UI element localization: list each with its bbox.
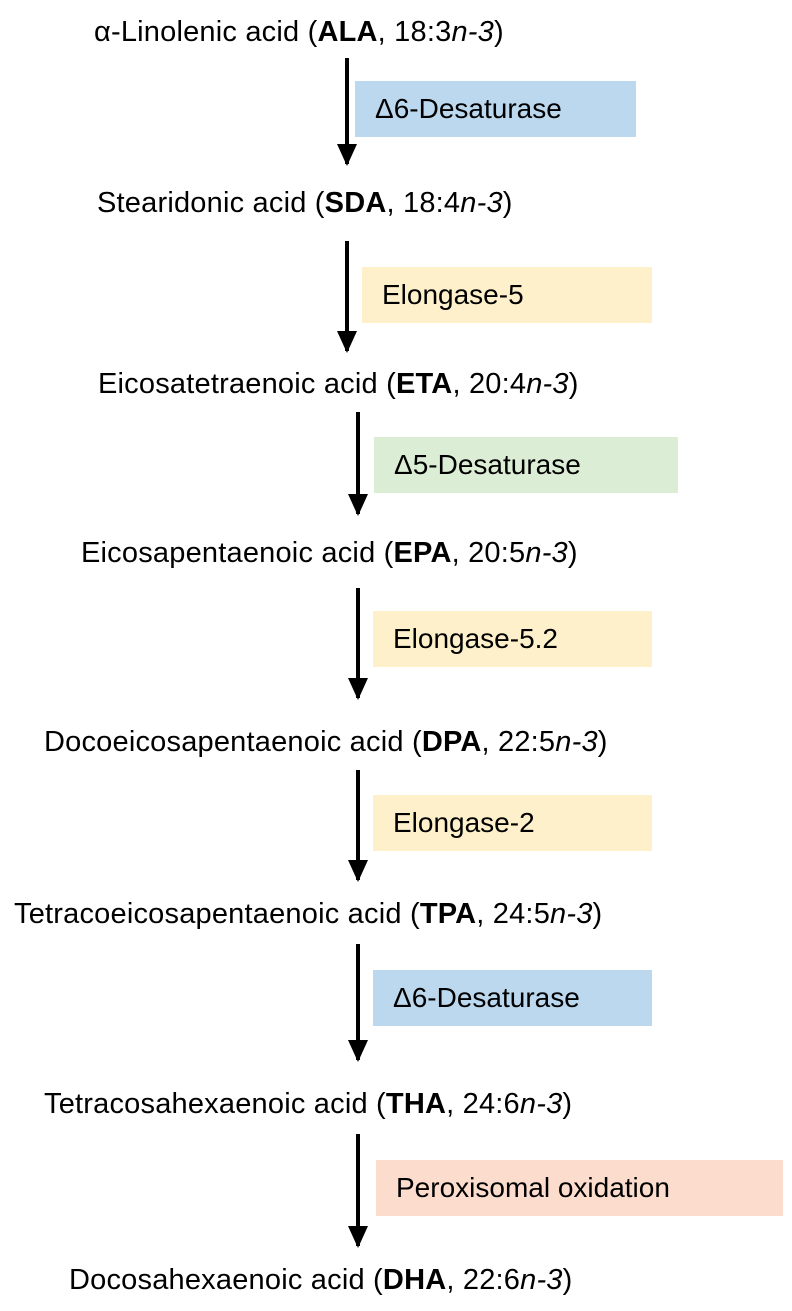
compound-abbreviation: ALA: [317, 16, 378, 48]
compound-omega-notation: n-3: [525, 537, 568, 569]
compound-abbreviation: EPA: [393, 537, 452, 569]
compound-carbon-notation: , 22:5: [481, 726, 556, 758]
compound-ala: α-Linolenic acid (ALA, 18:3n-3): [94, 14, 504, 50]
compound-dpa: Docoeicosapentaenoic acid (DPA, 22:5n-3): [44, 724, 608, 760]
compound-abbreviation: THA: [385, 1088, 447, 1120]
reaction-arrow-2: [337, 241, 357, 353]
compound-carbon-notation: , 22:6: [446, 1264, 521, 1296]
reaction-arrow-1: [337, 58, 357, 166]
compound-omega-notation: n-3: [451, 16, 494, 48]
compound-eta: Eicosatetraenoic acid (ETA, 20:4n-3): [98, 366, 579, 402]
compound-abbreviation: SDA: [324, 187, 387, 219]
compound-tha: Tetracosahexaenoic acid (THA, 24:6n-3): [44, 1086, 572, 1122]
enzyme-box-delta5-desaturase: Δ5-Desaturase: [374, 437, 678, 493]
compound-close-paren: ): [568, 368, 579, 400]
reaction-arrow-3: [348, 412, 368, 516]
compound-close-paren: ): [502, 187, 513, 219]
compound-omega-notation: n-3: [520, 1264, 563, 1296]
compound-omega-notation: n-3: [526, 368, 569, 400]
compound-abbreviation: TPA: [419, 898, 477, 930]
compound-name: Stearidonic acid (: [97, 187, 325, 219]
compound-name: Docoeicosapentaenoic acid (: [44, 726, 422, 758]
compound-carbon-notation: , 24:6: [446, 1088, 520, 1120]
enzyme-box-elongase-5-2: Elongase-5.2: [373, 611, 652, 667]
compound-dha: Docosahexaenoic acid (DHA, 22:6n-3): [69, 1262, 573, 1298]
compound-name: Tetracoeicosapentaenoic acid (: [14, 898, 420, 930]
compound-epa: Eicosapentaenoic acid (EPA, 20:5n-3): [81, 535, 578, 571]
enzyme-box-delta6-desaturase: Δ6-Desaturase: [355, 81, 636, 137]
reaction-arrow-7: [348, 1134, 368, 1248]
compound-omega-notation: n-3: [460, 187, 503, 219]
compound-close-paren: ): [493, 16, 504, 48]
compound-omega-notation: n-3: [519, 1088, 563, 1120]
compound-close-paren: ): [562, 1088, 573, 1120]
compound-omega-notation: n-3: [555, 726, 598, 758]
compound-sda: Stearidonic acid (SDA, 18:4n-3): [97, 185, 513, 221]
compound-name: α-Linolenic acid (: [94, 16, 318, 48]
compound-name: Tetracosahexaenoic acid (: [44, 1088, 386, 1120]
enzyme-box-delta6-desaturase-2: Δ6-Desaturase: [373, 970, 652, 1026]
enzyme-box-peroxisomal-oxidation: Peroxisomal oxidation: [376, 1160, 783, 1216]
compound-name: Docosahexaenoic acid (: [69, 1264, 383, 1296]
compound-carbon-notation: , 24:5: [476, 898, 551, 930]
reaction-arrow-5: [348, 770, 368, 882]
compound-close-paren: ): [567, 537, 578, 569]
compound-tpa: Tetracoeicosapentaenoic acid (TPA, 24:5n…: [14, 896, 602, 932]
reaction-arrow-4: [348, 588, 368, 700]
compound-name: Eicosatetraenoic acid (: [98, 368, 396, 400]
compound-name: Eicosapentaenoic acid (: [81, 537, 394, 569]
compound-omega-notation: n-3: [550, 898, 593, 930]
compound-close-paren: ): [562, 1264, 573, 1296]
compound-carbon-notation: , 18:4: [386, 187, 461, 219]
compound-abbreviation: DHA: [382, 1264, 447, 1296]
compound-abbreviation: ETA: [395, 368, 453, 400]
compound-carbon-notation: , 20:4: [452, 368, 527, 400]
compound-abbreviation: DPA: [421, 726, 482, 758]
enzyme-box-elongase-5: Elongase-5: [362, 267, 652, 323]
reaction-arrow-6: [348, 944, 368, 1062]
compound-close-paren: ): [592, 898, 603, 930]
compound-close-paren: ): [597, 726, 608, 758]
enzyme-box-elongase-2: Elongase-2: [373, 795, 652, 851]
compound-carbon-notation: , 18:3: [377, 16, 452, 48]
compound-carbon-notation: , 20:5: [451, 537, 526, 569]
